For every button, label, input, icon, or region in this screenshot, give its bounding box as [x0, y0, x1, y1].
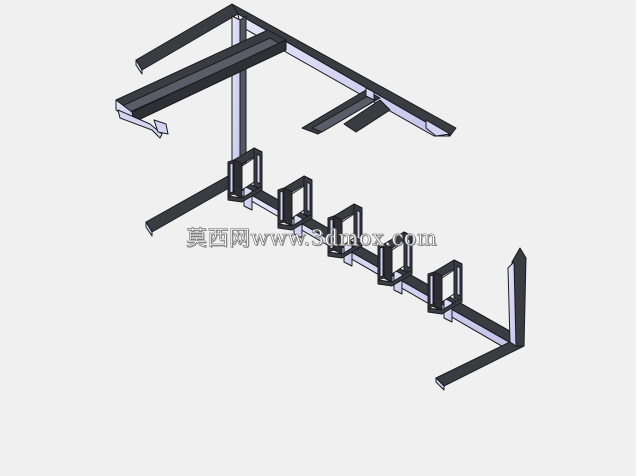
clamp-opening — [291, 185, 305, 219]
clamp-side-right-face — [456, 265, 461, 297]
clamp-side-right-face — [356, 209, 361, 241]
clamp-frame — [327, 203, 363, 259]
clamp-opening — [341, 213, 355, 247]
clamp-bottom — [327, 241, 363, 259]
clamp-opening — [241, 157, 255, 191]
clamp-bottom — [377, 269, 413, 287]
clamp-frame — [377, 231, 413, 287]
clamp-side-left-face — [229, 162, 234, 194]
clamp-side-left-inner — [433, 271, 443, 311]
clamp-bottom — [277, 213, 313, 231]
clamp-frame — [277, 175, 313, 231]
watermark-text: 莫西网www.3dmox.com — [186, 226, 438, 251]
clamp-opening — [441, 269, 455, 303]
clamp-frame — [227, 147, 263, 203]
clamp-side-right-face — [406, 237, 411, 269]
clamp-frames — [227, 147, 463, 315]
clamp-side-left-face — [429, 274, 434, 306]
clamp-side-right-face — [256, 153, 261, 185]
clamp-frame — [427, 259, 463, 315]
clamp-side-right-face — [306, 181, 311, 213]
lower-frame — [145, 175, 527, 391]
clamp-side-left-inner — [283, 187, 293, 227]
clamp-side-left-inner — [233, 159, 243, 199]
clamp-side-left-face — [279, 190, 284, 222]
clamp-side-left-face — [379, 246, 384, 278]
clamp-opening — [391, 241, 405, 275]
clamp-bottom — [227, 185, 263, 203]
clamp-side-left-face — [329, 218, 334, 250]
clamp-bottom — [427, 297, 463, 315]
upper-frame — [115, 3, 457, 179]
